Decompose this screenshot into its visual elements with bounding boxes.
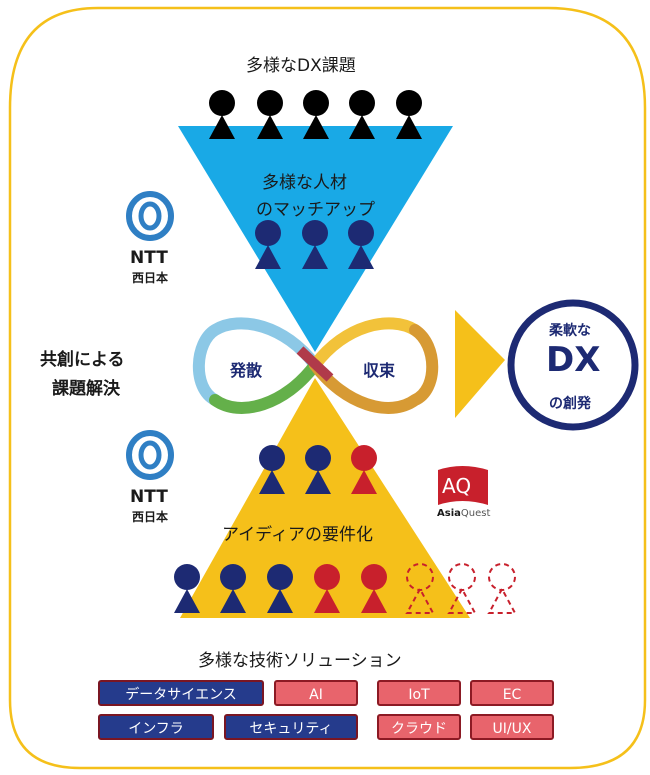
asiaquest-logo: [438, 466, 488, 505]
arrow-to-result: [455, 310, 505, 418]
solution-tag-cloud: クラウド: [377, 714, 461, 740]
person-icon: [174, 564, 200, 613]
solution-tag-iot: IoT: [377, 680, 461, 706]
solutions-title: 多様な技術ソリューション: [198, 651, 402, 671]
result-bottom-label: の創発: [549, 396, 591, 412]
ntt-logo-top: [126, 191, 174, 241]
ntt-logo-bottom: [126, 430, 174, 480]
co-creation-label-1: 共創による: [40, 350, 125, 370]
person-icon: [302, 220, 328, 269]
solution-tag-data-science: データサイエンス: [98, 680, 264, 706]
diverge-label: 発散: [230, 361, 263, 380]
solution-tag-infra: インフラ: [98, 714, 214, 740]
result-main-label: DX: [546, 340, 601, 380]
person-icon: [447, 563, 477, 614]
ntt-sub-top: 西日本: [132, 271, 169, 285]
person-icon: [405, 563, 435, 614]
person-icon: [305, 445, 331, 494]
asiaquest-name: AsiaQuest: [437, 508, 490, 519]
ntt-name-bottom: NTT: [130, 487, 168, 507]
ntt-name-top: NTT: [130, 248, 168, 268]
loop-cross-arrow: [296, 346, 334, 382]
person-icon: [255, 220, 281, 269]
solution-tag-ai: AI: [274, 680, 358, 706]
asiaquest-mark: AQ: [442, 474, 472, 498]
person-icon: [257, 90, 283, 139]
person-icon: [351, 445, 377, 494]
pyramid-triangle: [180, 378, 470, 618]
requirement-label: アイディアの要件化: [222, 525, 373, 545]
person-icon: [267, 564, 293, 613]
person-icon: [220, 564, 246, 613]
solution-tag-security: セキュリティ: [224, 714, 358, 740]
result-top-label: 柔軟な: [549, 323, 591, 339]
ntt-sub-bottom: 西日本: [132, 510, 169, 524]
people-icons: [174, 90, 517, 614]
solution-tag-ec: EC: [470, 680, 554, 706]
co-creation-label-2: 課題解決: [52, 379, 120, 399]
person-icon: [348, 220, 374, 269]
person-icon: [209, 90, 235, 139]
matching-label-1: 多様な人材: [262, 173, 347, 193]
person-icon: [349, 90, 375, 139]
person-icon: [259, 445, 285, 494]
person-icon: [487, 563, 517, 614]
result-circle: [507, 299, 639, 431]
asiaquest-name-bold: Asia: [437, 508, 461, 519]
title-dx-issues: 多様なDX課題: [246, 56, 356, 76]
person-icon: [303, 90, 329, 139]
person-icon: [361, 564, 387, 613]
converge-label: 収束: [363, 361, 396, 380]
outer-frame: [8, 6, 647, 770]
solution-tag-uiux: UI/UX: [470, 714, 554, 740]
person-icon: [396, 90, 422, 139]
asiaquest-name-rest: Quest: [460, 508, 491, 519]
infinity-loop: [192, 317, 439, 414]
person-icon: [314, 564, 340, 613]
matching-label-2: のマッチアップ: [256, 200, 375, 220]
